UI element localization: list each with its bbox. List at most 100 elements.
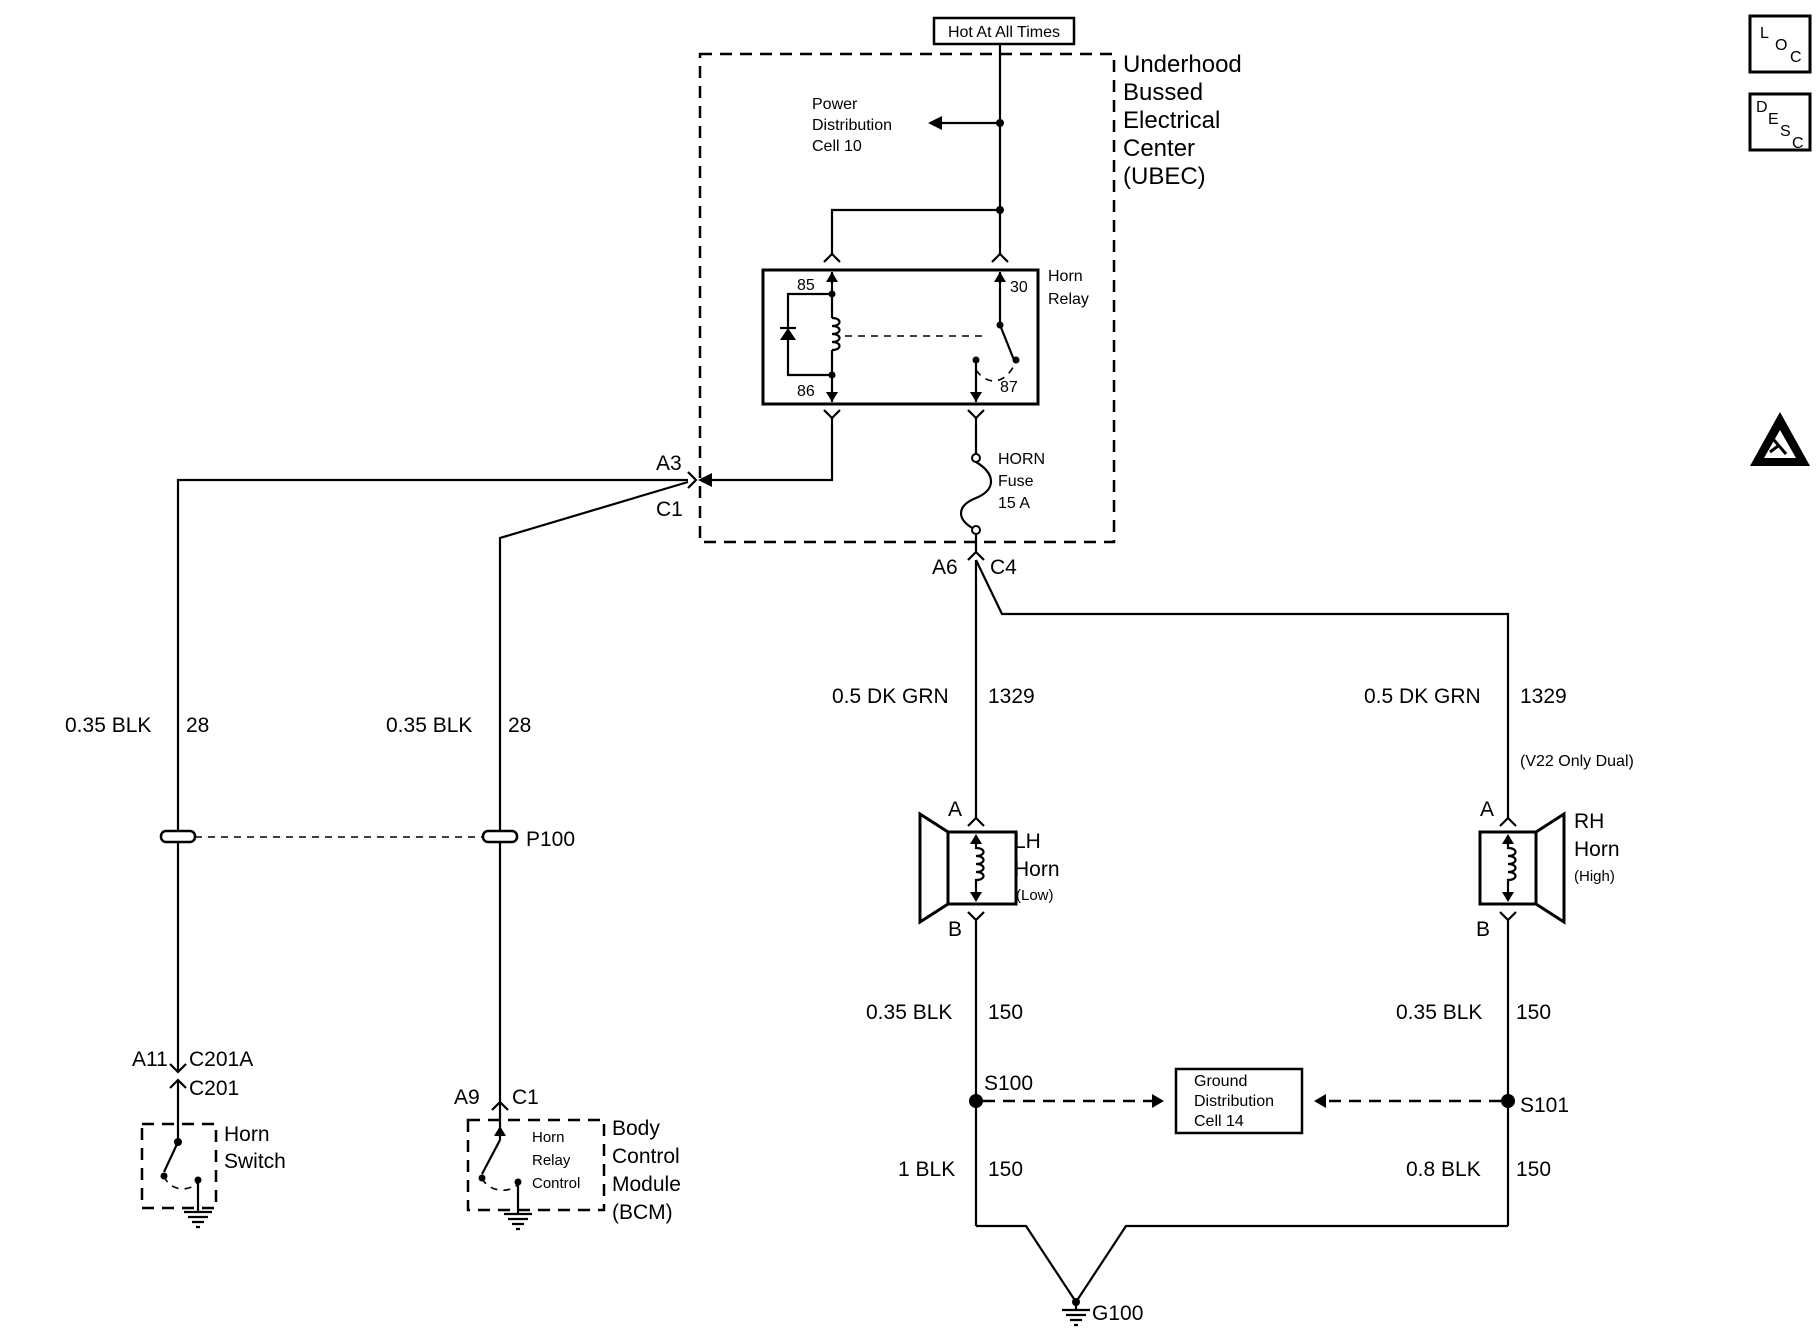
- svg-text:(Low): (Low): [1016, 887, 1054, 904]
- wire-rh-feed-circuit: 1329: [1520, 685, 1567, 708]
- rh-horn-label: RH Horn (High): [1574, 810, 1620, 885]
- svg-text:Distribution: Distribution: [812, 117, 892, 134]
- splice-s101: [1501, 1094, 1515, 1108]
- connector-a6: A6: [932, 556, 958, 579]
- p100-passthrough: [159, 829, 519, 844]
- svg-text:Electrical: Electrical: [1123, 107, 1220, 134]
- loc-icon[interactable]: L O C: [1748, 14, 1812, 74]
- wire-left2-circuit: 28: [508, 714, 531, 737]
- ground-distribution-label: Ground Distribution Cell 14: [1194, 1073, 1274, 1130]
- wire-left1-circuit: 28: [186, 714, 209, 737]
- rh-horn-pin-a: A: [1480, 798, 1494, 821]
- rh-horn: [1478, 811, 1566, 925]
- svg-text:Fuse: Fuse: [998, 473, 1034, 490]
- svg-text:15 A: 15 A: [998, 495, 1030, 512]
- svg-text:Switch: Switch: [224, 1150, 286, 1173]
- svg-text:Control: Control: [532, 1175, 580, 1192]
- wire-lh-ret-circuit: 150: [988, 1001, 1023, 1024]
- svg-text:Module: Module: [612, 1173, 681, 1196]
- splice-s100-label: S100: [984, 1072, 1033, 1095]
- svg-text:Control: Control: [612, 1145, 680, 1168]
- relay-pin-85: 85: [797, 277, 815, 294]
- wire-left2-gauge: 0.35 BLK: [386, 714, 472, 737]
- svg-text:LH: LH: [1014, 830, 1041, 853]
- horn-fuse-label: HORN Fuse 15 A: [998, 451, 1045, 512]
- svg-text:HORN: HORN: [998, 451, 1045, 468]
- wire-lh-gnd-circuit: 150: [988, 1158, 1023, 1181]
- bcm-label: Body Control Module (BCM): [612, 1117, 681, 1224]
- svg-text:Body: Body: [612, 1117, 660, 1140]
- connector-a11: A11: [132, 1048, 168, 1071]
- svg-text:Cell 10: Cell 10: [812, 138, 862, 155]
- svg-text:C: C: [1790, 49, 1802, 66]
- connector-a9: A9: [454, 1086, 480, 1109]
- wire-lh-ret-gauge: 0.35 BLK: [866, 1001, 952, 1024]
- svg-text:L: L: [1760, 25, 1769, 42]
- connector-p100: P100: [526, 828, 575, 851]
- svg-text:D: D: [1756, 99, 1768, 116]
- hot-at-all-times-label: Hot At All Times: [948, 24, 1060, 41]
- rh-horn-pin-b: B: [1476, 918, 1490, 941]
- svg-text:(UBEC): (UBEC): [1123, 163, 1206, 190]
- svg-text:Center: Center: [1123, 135, 1195, 162]
- body-control-module: [466, 1118, 606, 1212]
- svg-text:Bussed: Bussed: [1123, 79, 1203, 106]
- wire-lh-feed-circuit: 1329: [988, 685, 1035, 708]
- svg-text:Horn: Horn: [224, 1123, 270, 1146]
- svg-text:Power: Power: [812, 96, 858, 113]
- svg-text:RH: RH: [1574, 810, 1604, 833]
- esd-warning-icon[interactable]: [1750, 412, 1810, 466]
- svg-text:Horn: Horn: [532, 1129, 565, 1146]
- svg-text:Ground: Ground: [1194, 1073, 1247, 1090]
- svg-text:E: E: [1768, 111, 1779, 128]
- connector-c1-bcm: C1: [512, 1086, 539, 1109]
- connector-c201a: C201A: [189, 1048, 253, 1071]
- connector-c201: C201: [189, 1077, 239, 1100]
- svg-text:Distribution: Distribution: [1194, 1093, 1274, 1110]
- power-distribution-label: Power Distribution Cell 10: [812, 96, 892, 155]
- svg-text:(BCM): (BCM): [612, 1201, 673, 1224]
- connector-c1-ubec: C1: [656, 498, 683, 521]
- svg-text:Cell 14: Cell 14: [1194, 1113, 1244, 1130]
- connector-a3: A3: [656, 452, 682, 475]
- ground-g100-label: G100: [1092, 1302, 1143, 1325]
- svg-text:C: C: [1792, 135, 1804, 152]
- bcm-inner-label: Horn Relay Control: [532, 1129, 580, 1192]
- relay-pin-86: 86: [797, 383, 815, 400]
- connector-c4: C4: [990, 556, 1017, 579]
- wire-rh-gnd-gauge: 0.8 BLK: [1406, 1158, 1481, 1181]
- svg-text:(High): (High): [1574, 868, 1615, 885]
- ubec-boundary: [698, 52, 1116, 544]
- svg-text:Horn: Horn: [1048, 268, 1083, 285]
- hot-at-all-times-box: Hot At All Times: [932, 16, 1076, 46]
- splice-s101-label: S101: [1520, 1094, 1569, 1117]
- svg-text:O: O: [1775, 37, 1787, 54]
- horn-relay-title: Horn Relay: [1048, 268, 1089, 308]
- wire-rh-gnd-circuit: 150: [1516, 1158, 1551, 1181]
- wire-rh-ret-circuit: 150: [1516, 1001, 1551, 1024]
- wire-rh-ret-gauge: 0.35 BLK: [1396, 1001, 1482, 1024]
- svg-text:Underhood: Underhood: [1123, 51, 1242, 78]
- svg-text:Relay: Relay: [1048, 291, 1089, 308]
- lh-horn-pin-b: B: [948, 918, 962, 941]
- ubec-title: Underhood Bussed Electrical Center (UBEC…: [1123, 51, 1242, 190]
- ground-distribution-box[interactable]: [1174, 1067, 1304, 1135]
- wire-rh-feed-gauge: 0.5 DK GRN: [1364, 685, 1481, 708]
- splice-s100: [969, 1094, 983, 1108]
- svg-text:Horn: Horn: [1574, 838, 1620, 861]
- svg-text:S: S: [1780, 123, 1791, 140]
- horn-switch-label: Horn Switch: [224, 1123, 286, 1173]
- svg-text:Relay: Relay: [532, 1152, 571, 1169]
- lh-horn-label: LH Horn (Low): [1014, 830, 1060, 904]
- horn-relay: [761, 268, 1040, 406]
- wire-lh-gnd-gauge: 1 BLK: [898, 1158, 955, 1181]
- lh-horn: [918, 811, 1018, 925]
- wire-lh-feed-gauge: 0.5 DK GRN: [832, 685, 949, 708]
- desc-icon[interactable]: D E S C: [1748, 92, 1812, 152]
- ground-g100-symbol: [1062, 1298, 1090, 1327]
- svg-text:Horn: Horn: [1014, 858, 1060, 881]
- lh-horn-pin-a: A: [948, 798, 962, 821]
- wire-left1-gauge: 0.35 BLK: [65, 714, 151, 737]
- rh-horn-option: (V22 Only Dual): [1520, 753, 1634, 770]
